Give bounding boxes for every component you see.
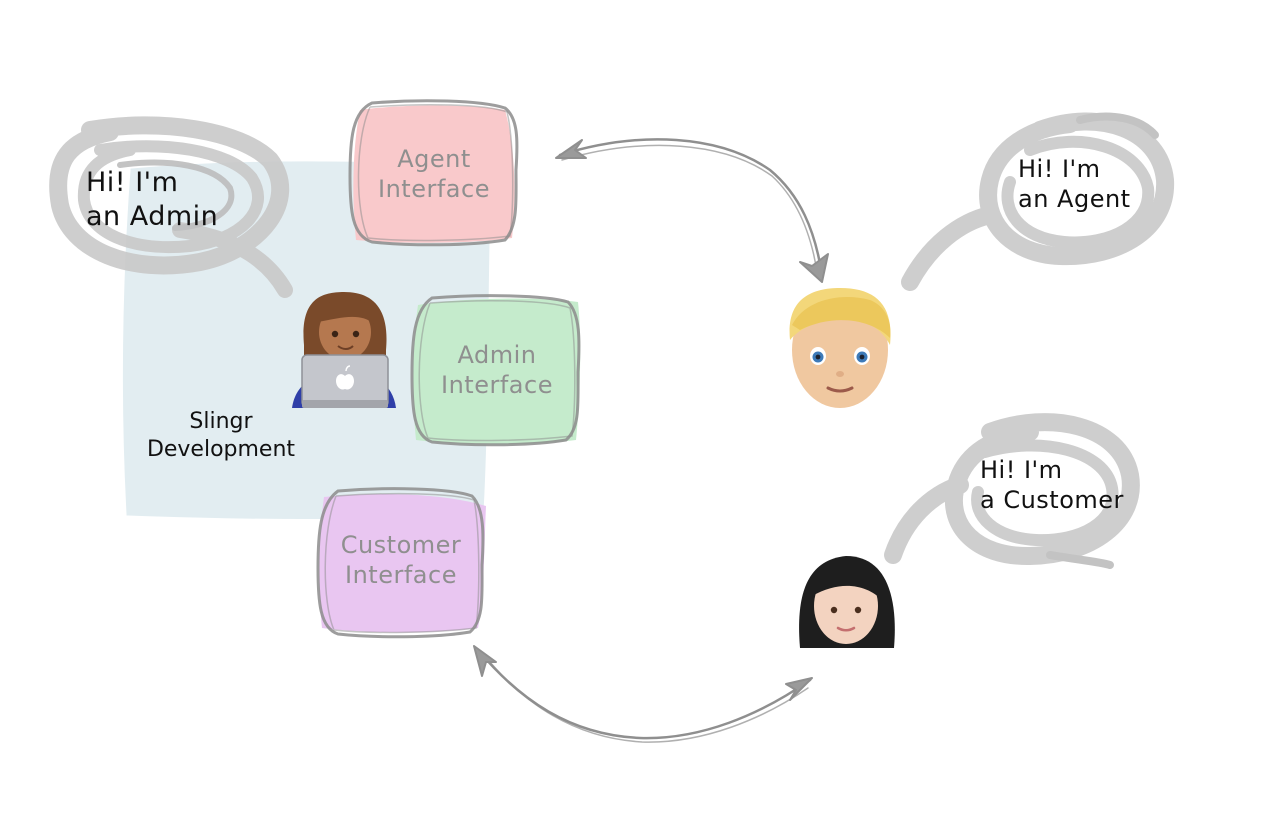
agent-interface-line-2: Interface — [378, 175, 490, 203]
slingr-development-line-2: Development — [146, 436, 296, 462]
admin-speech-text: Hi! I'm an Admin — [86, 166, 218, 234]
blond-person-icon — [789, 288, 891, 408]
woman-technologist-icon — [292, 292, 396, 408]
agent-speech-line-2: an Agent — [1018, 185, 1131, 213]
admin-speech-line-1: Hi! I'm — [86, 167, 179, 198]
customer-speech-bubble — [884, 413, 1140, 569]
woman-icon — [799, 556, 895, 648]
admin-interface-box — [410, 294, 581, 447]
admin-interface-line-2: Interface — [441, 371, 553, 399]
customer-connection-arrow — [473, 645, 813, 743]
agent-speech-line-1: Hi! I'm — [1018, 155, 1101, 183]
admin-speech-line-2: an Admin — [86, 200, 219, 232]
agent-speech-text: Hi! I'm an Agent — [1018, 154, 1131, 214]
customer-interface-line-1: Customer — [340, 531, 462, 559]
customer-speech-line-1: Hi! I'm — [980, 456, 1063, 484]
slingr-development-line-1: Slingr — [189, 409, 253, 434]
admin-interface-label: Admin Interface — [420, 340, 574, 400]
agent-interface-label: Agent Interface — [362, 144, 506, 204]
customer-interface-line-2: Interface — [345, 561, 457, 589]
slingr-development-label: Slingr Development — [146, 408, 296, 463]
admin-interface-line-1: Admin — [457, 341, 537, 369]
agent-connection-arrow — [555, 138, 829, 283]
customer-interface-label: Customer Interface — [326, 530, 476, 590]
customer-speech-text: Hi! I'm a Customer — [980, 455, 1124, 515]
customer-interface-box — [316, 487, 486, 639]
admin-speech-bubble — [49, 116, 293, 298]
agent-interface-line-1: Agent — [397, 145, 471, 173]
customer-speech-line-2: a Customer — [980, 486, 1124, 514]
agent-interface-box — [348, 99, 519, 247]
agent-speech-bubble — [901, 112, 1175, 291]
